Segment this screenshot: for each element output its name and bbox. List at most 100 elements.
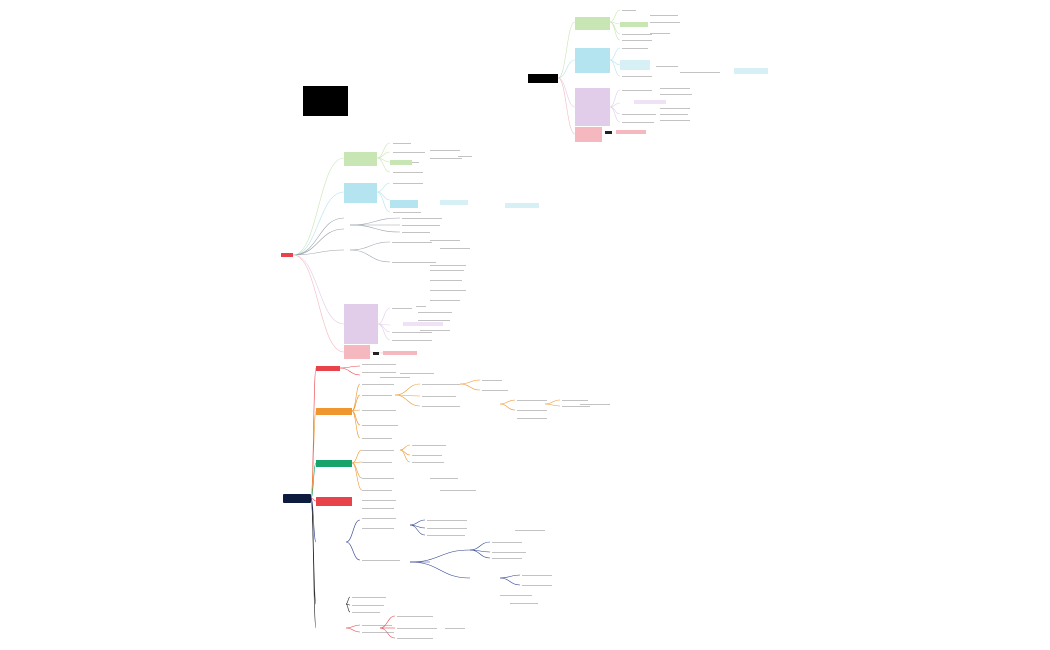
connector-line-59	[499, 403, 516, 411]
text-line-placeholder-172	[427, 535, 465, 536]
text-line-placeholder-149	[482, 390, 508, 391]
text-line-placeholder-144	[362, 438, 392, 439]
topic-box-pink-right[interactable]	[575, 127, 602, 142]
text-line-placeholder-171	[427, 528, 467, 529]
branch-topic-upper[interactable]	[281, 253, 293, 257]
connector-line-81	[499, 577, 521, 586]
subtopic-purple-right[interactable]	[634, 100, 666, 104]
branch-topic-6[interactable]	[316, 602, 346, 607]
text-line-placeholder-108	[430, 280, 462, 281]
text-line-placeholder-91	[393, 152, 425, 153]
connector-line-18	[376, 182, 391, 193]
text-line-placeholder-121	[650, 15, 678, 16]
text-line-placeholder-126	[656, 66, 678, 67]
text-line-placeholder-110	[430, 300, 460, 301]
mind-map-connectors	[292, 9, 720, 639]
text-line-placeholder-105	[440, 248, 470, 249]
text-line-placeholder-186	[397, 616, 433, 617]
text-line-placeholder-137	[362, 372, 396, 373]
branch-topic-1[interactable]	[316, 366, 340, 371]
connector-line-58	[499, 399, 516, 405]
connector-line-33	[557, 77, 576, 108]
text-line-placeholder-140	[362, 384, 394, 385]
connector-line-50	[351, 409, 361, 412]
connector-line-56	[459, 379, 481, 385]
text-line-placeholder-100	[402, 225, 440, 226]
connector-line-23	[349, 224, 401, 233]
text-line-placeholder-182	[352, 605, 384, 606]
text-line-placeholder-114	[416, 306, 426, 307]
text-line-placeholder-106	[430, 265, 466, 266]
subtopic-cyan-upper[interactable]	[390, 200, 418, 208]
branch-topic-3[interactable]	[316, 460, 352, 467]
connector-line-39	[609, 47, 621, 61]
connector-line-46	[339, 365, 361, 369]
topic-box-green-upper[interactable]	[344, 152, 377, 166]
connector-line-89	[379, 627, 396, 639]
topic-box-purple-upper[interactable]	[344, 304, 378, 344]
text-line-placeholder-154	[562, 406, 590, 407]
connector-line-4	[310, 497, 317, 543]
connector-line-60	[544, 399, 561, 405]
text-line-placeholder-178	[522, 585, 552, 586]
text-line-placeholder-157	[362, 462, 392, 463]
connector-line-8	[292, 191, 345, 256]
branch-topic-7[interactable]	[316, 625, 346, 633]
connector-line-87	[379, 615, 396, 629]
connector-line-21	[349, 217, 401, 226]
text-line-placeholder-107	[430, 270, 464, 271]
text-line-placeholder-99	[402, 218, 442, 219]
text-line-placeholder-98	[393, 212, 421, 213]
text-line-placeholder-134	[660, 114, 688, 115]
text-line-placeholder-117	[420, 330, 450, 331]
topic-box-purple-right[interactable]	[575, 88, 610, 126]
text-line-placeholder-130	[622, 122, 654, 123]
topic-box-pink-upper[interactable]	[344, 345, 370, 359]
text-line-placeholder-184	[362, 625, 392, 626]
connector-line-45	[609, 106, 621, 123]
connector-line-66	[399, 444, 411, 451]
connector-line-49	[351, 394, 361, 412]
text-line-placeholder-158	[362, 478, 394, 479]
text-line-placeholder-167	[362, 518, 396, 519]
root-topic-node[interactable]	[283, 494, 311, 503]
subtopic-cyan-right[interactable]	[620, 60, 650, 70]
text-line-placeholder-127	[680, 72, 720, 73]
branch-topic-2[interactable]	[316, 408, 352, 415]
subtopic-cyan-upper-2[interactable]	[440, 200, 468, 205]
subtopic-green-upper[interactable]	[390, 160, 412, 165]
connector-line-34	[557, 77, 576, 135]
text-line-placeholder-177	[522, 575, 552, 576]
subtopic-cyan-right-2[interactable]	[734, 68, 768, 74]
connector-line-73	[409, 524, 426, 536]
connector-line-24	[349, 241, 391, 251]
branch-topic-5[interactable]	[316, 540, 346, 545]
connector-line-20	[376, 191, 391, 213]
connector-line-69	[345, 519, 361, 543]
connector-line-17	[376, 157, 391, 173]
text-line-placeholder-174	[492, 552, 526, 553]
connector-line-6	[310, 497, 317, 629]
topic-box-cyan-right[interactable]	[575, 48, 610, 73]
subtopic-cyan-upper-3[interactable]	[505, 203, 539, 208]
text-line-placeholder-128	[622, 90, 652, 91]
text-line-placeholder-143	[362, 425, 398, 426]
connector-line-41	[609, 59, 621, 77]
connector-line-42	[609, 89, 621, 108]
subtopic-pink-upper[interactable]	[383, 351, 417, 355]
connector-line-52	[351, 410, 361, 439]
text-line-placeholder-166	[362, 508, 394, 509]
topic-box-cyan-upper[interactable]	[344, 183, 377, 203]
branch-topic-4[interactable]	[316, 497, 352, 506]
text-line-placeholder-112	[392, 332, 432, 333]
text-line-placeholder-145	[422, 384, 460, 385]
connector-line-61	[544, 403, 561, 407]
text-line-placeholder-90	[393, 143, 411, 144]
topic-box-green-right[interactable]	[575, 17, 610, 30]
subtopic-green-right[interactable]	[620, 22, 648, 27]
text-line-placeholder-124	[622, 48, 648, 49]
note-box-left	[303, 86, 348, 116]
text-line-placeholder-116	[418, 320, 450, 321]
subtopic-purple-upper[interactable]	[403, 322, 443, 326]
subtopic-pink-right[interactable]	[616, 130, 646, 134]
